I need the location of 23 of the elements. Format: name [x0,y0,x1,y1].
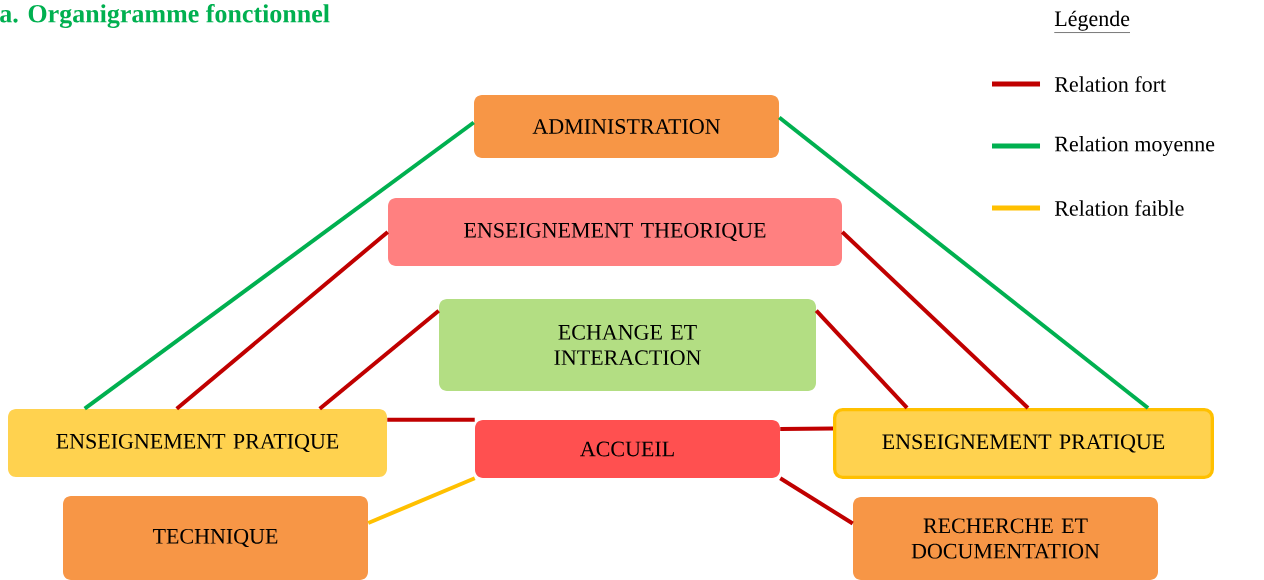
process-box: ADMINISTRATION [474,95,779,158]
connector-line [840,230,1030,410]
legend-heading: Légende [1054,10,1131,33]
connector-line [175,230,390,411]
connector-line [778,115,1150,410]
connector-line [83,120,475,411]
process-box: ENSEIGNEMENT THEORIQUE [388,198,842,266]
process-box: ENSEIGNEMENT PRATIQUE [833,408,1214,479]
legend-label: Relation moyenne [1054,136,1215,156]
connector-line [814,309,909,410]
connector-line [779,476,854,526]
process-box: RECHERCHE ET DOCUMENTATION [853,497,1158,580]
process-box: ENSEIGNEMENT PRATIQUE [8,409,387,477]
connector-line [387,417,475,422]
process-box: ACCUEIL [475,420,780,478]
connector-line [367,476,476,525]
legend-label: Relation fort [1054,76,1166,92]
process-box: ECHANGE ET INTERACTION [439,299,816,391]
heading: a. Organigramme fonctionnel [0,4,330,28]
process-box: TECHNIQUE [63,496,368,580]
connector-line [318,309,440,411]
legend-label: Relation faible [1054,200,1184,216]
connector-line [780,426,834,431]
